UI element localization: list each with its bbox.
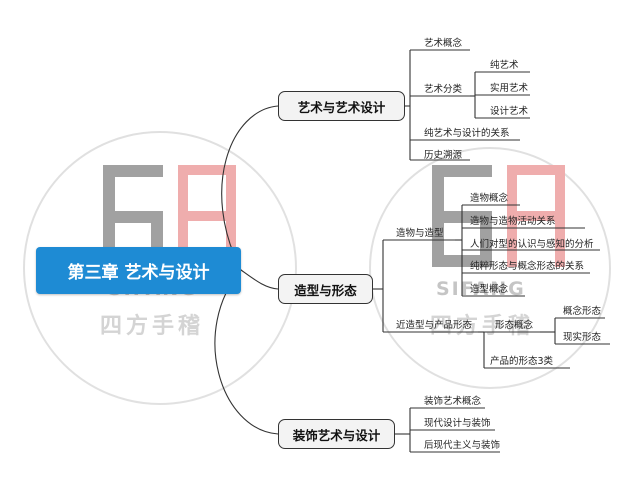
leaf-form-concept[interactable]: 形态概念: [495, 320, 534, 331]
watermark-brand-en-right: SIFANG: [436, 278, 526, 300]
leaf-real-form[interactable]: 现实形态: [563, 332, 602, 343]
leaf-pure-vs-concept-form[interactable]: 纯粹形态与概念形态的关系: [470, 261, 585, 272]
watermark-brand-cn-right: 四方手稽: [430, 314, 535, 339]
leaf-art-concept[interactable]: 艺术概念: [424, 38, 463, 49]
watermark-brand-cn: 四方手稽: [100, 314, 205, 339]
leaf-product-form[interactable]: 近造型与产品形态: [396, 320, 473, 331]
leaf-art-classification[interactable]: 艺术分类: [424, 84, 463, 95]
leaf-perception-analysis[interactable]: 人们对型的认识与感知的分析: [470, 239, 594, 250]
leaf-history[interactable]: 历史溯源: [424, 150, 463, 161]
branch-decorative-art[interactable]: 装饰艺术与设计: [278, 419, 395, 449]
leaf-design-art[interactable]: 设计艺术: [490, 106, 529, 117]
branch-art-and-design[interactable]: 艺术与艺术设计: [278, 91, 405, 121]
root-topic[interactable]: 第三章 艺术与设计: [36, 247, 241, 294]
leaf-conceptual-form[interactable]: 概念形态: [563, 306, 602, 317]
leaf-applied-art[interactable]: 实用艺术: [490, 83, 529, 94]
leaf-creation-activity-relation[interactable]: 造物与造物活动关系: [470, 216, 556, 227]
leaf-pure-art-design-relation[interactable]: 纯艺术与设计的关系: [424, 128, 510, 139]
leaf-decorative-concept[interactable]: 装饰艺术概念: [424, 396, 482, 407]
branch-form-and-shape[interactable]: 造型与形态: [278, 274, 373, 304]
leaf-product-form-types[interactable]: 产品的形态3类: [490, 356, 554, 367]
leaf-modeling-concept[interactable]: 造型概念: [470, 284, 509, 295]
leaf-postmodern-decoration[interactable]: 后现代主义与装饰: [424, 440, 501, 451]
leaf-creation-concept[interactable]: 造物概念: [470, 193, 509, 204]
leaf-modern-design-decoration[interactable]: 现代设计与装饰: [424, 418, 491, 429]
leaf-pure-art[interactable]: 纯艺术: [490, 60, 519, 71]
leaf-creation-and-modeling[interactable]: 造物与造型: [396, 228, 444, 239]
